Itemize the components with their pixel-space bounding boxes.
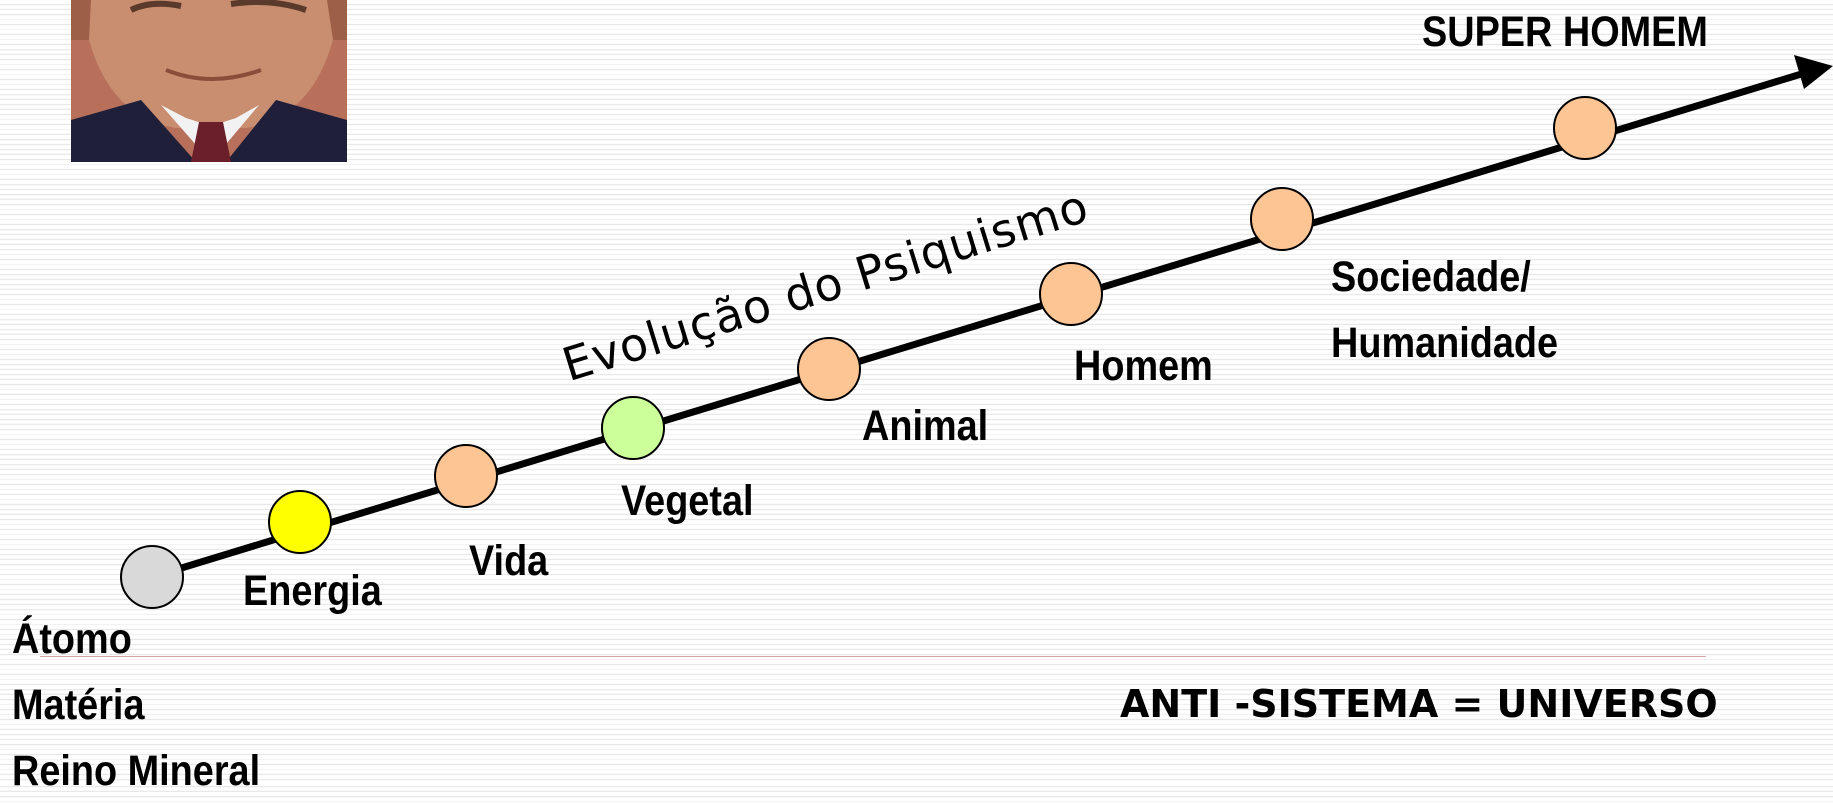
evolution-diagram: SUPER HOMEM Evolução do Psiquismo Átomo … [12,0,1833,795]
stage-label-vegetal: Vegetal [621,477,754,525]
stage-label-line: Matéria [12,681,145,729]
stage-label-line: Sociedade/ [1331,253,1531,301]
stage-node [268,490,332,554]
stage-node [434,444,498,508]
horizontal-divider [40,656,1706,657]
portrait-photo [71,0,347,162]
stage-node [120,545,184,609]
stage-label-line: Reino Mineral [12,747,261,795]
stage-label-line: Átomo [12,615,132,663]
stage-node [797,337,861,401]
stage-node [1039,262,1103,326]
stage-label-line: Humanidade [1331,319,1559,367]
super-homem-label: SUPER HOMEM [1422,8,1708,56]
stage-label-homem: Homem [1074,342,1213,390]
stage-label-animal: Animal [862,402,989,450]
evolution-arrow-line [150,68,1810,581]
stage-node [601,396,665,460]
stage-label-sociedade: Sociedade/ Humanidade [1331,244,1558,376]
stage-label-vida: Vida [469,537,549,585]
stage-label-mineral: Átomo Matéria Reino Mineral [12,606,260,804]
stage-label-energia: Energia [243,567,382,615]
timeline-graphic [120,55,1833,609]
stage-node [1250,187,1314,251]
footer-equation: ANTI -SISTEMA = UNIVERSO [1120,682,1718,726]
stage-node [1553,96,1617,160]
arrow-head-icon [1794,55,1833,89]
